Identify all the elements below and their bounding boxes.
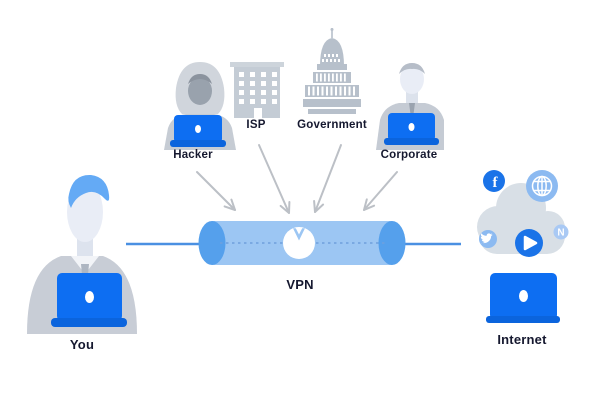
vpn-label: VPN (286, 277, 314, 292)
twitter-bird-icon (479, 230, 497, 248)
n-streaming-icon: N (553, 224, 569, 240)
hair (399, 63, 425, 74)
isp-label: ISP (246, 119, 266, 131)
tunnel-left-cap (198, 221, 226, 265)
laptop-icon (170, 115, 226, 147)
user-with-laptop-icon (27, 174, 137, 334)
nordvpn-mountain-logo (283, 227, 315, 259)
video-play-icon (515, 229, 543, 257)
internet-label: Internet (497, 332, 547, 347)
laptop-icon (384, 113, 439, 145)
building-door (254, 108, 262, 118)
you-label: You (69, 337, 95, 352)
arrow-hacker-to-tunnel (196, 171, 236, 211)
arrow-corporate-to-tunnel (363, 171, 398, 211)
capitol-columns (308, 54, 355, 96)
government-label: Government (297, 119, 367, 131)
vpn-tunnel-icon (198, 221, 406, 265)
business-person-icon (376, 63, 444, 150)
blue-hair (68, 174, 110, 208)
arrow-government-to-tunnel (313, 144, 342, 213)
capitol-building-icon (303, 28, 361, 114)
laptop-icon (51, 273, 127, 327)
hacker-hooded-figure-icon (164, 62, 236, 150)
building-windows (239, 72, 277, 118)
hacker-label: Hacker (173, 149, 213, 161)
facebook-icon: f (483, 170, 505, 192)
tunnel-right-cap (378, 221, 406, 265)
internet-laptop-icon (486, 273, 560, 323)
internet-cloud-icon: f N (477, 170, 569, 257)
globe-icon (526, 170, 558, 202)
corporate-label: Corporate (380, 149, 438, 161)
office-building-icon (230, 62, 284, 118)
arrow-isp-to-tunnel (258, 144, 291, 214)
svg-text:N: N (557, 228, 564, 239)
svg-text:f: f (493, 175, 499, 191)
